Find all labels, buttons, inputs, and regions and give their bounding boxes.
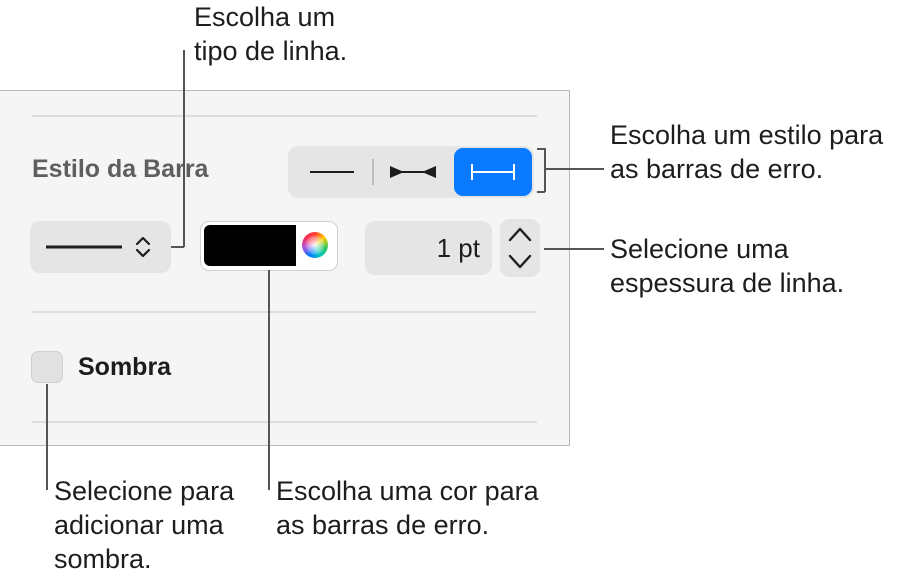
leader-color-vertical [268, 270, 270, 490]
color-well[interactable] [200, 221, 338, 271]
bar-style-label: Estilo da Barra [32, 155, 209, 183]
line-popup-graphics [46, 236, 151, 258]
leader-line-type-vertical [183, 50, 185, 247]
up-down-chevron-icon [135, 236, 151, 258]
callout-bar-style-line-1: Escolha um estilo para [610, 120, 884, 150]
leader-bar-style-bracket [544, 148, 546, 192]
shadow-checkbox[interactable] [31, 351, 63, 383]
divider-top [32, 115, 537, 117]
callout-line-type-line-2: tipo de linha. [194, 36, 348, 66]
callout-thickness-line-2: espessura de linha. [610, 268, 845, 298]
divider-middle [32, 311, 537, 313]
bar-style-segmented-control [288, 146, 534, 198]
callout-shadow-line-3: sombra. [54, 544, 152, 574]
callout-color: Escolha uma cor para as barras de erro. [276, 474, 539, 542]
leader-line-type-horizontal [171, 246, 184, 248]
bar-style-option-line[interactable] [292, 148, 372, 196]
leader-bar-style-bracket-top [537, 148, 545, 150]
callout-shadow: Selecione para adicionar uma sombra. [54, 474, 234, 576]
error-bars-panel: Estilo da Barra [0, 90, 570, 446]
segment-separator [372, 159, 374, 185]
stepper-up-icon[interactable] [508, 227, 532, 242]
callout-thickness: Selecione uma espessura de linha. [610, 232, 844, 300]
leader-shadow-vertical [46, 384, 48, 490]
callout-line-type: Escolha um tipo de linha. [194, 0, 347, 68]
shadow-label: Sombra [78, 353, 172, 381]
callout-color-line-2: as barras de erro. [276, 510, 490, 540]
line-icon [310, 171, 354, 173]
bar-style-option-caps-outward[interactable] [454, 148, 532, 196]
thickness-field[interactable]: 1 pt [365, 221, 492, 275]
leader-bar-style-bracket-bottom [537, 191, 545, 193]
stepper-down-icon[interactable] [508, 254, 532, 269]
callout-thickness-line-1: Selecione uma [610, 234, 789, 264]
callout-line-type-line-1: Escolha um [194, 2, 336, 32]
line-type-popup[interactable] [30, 221, 171, 273]
thickness-value: 1 pt [436, 233, 480, 263]
leader-thickness-horizontal [544, 248, 604, 250]
leader-bar-style-horizontal [544, 168, 604, 170]
thickness-stepper [500, 219, 540, 277]
callout-shadow-line-2: adicionar uma [54, 510, 224, 540]
color-wheel-icon[interactable] [302, 232, 328, 258]
caps-inward-icon [390, 166, 436, 178]
divider-bottom [32, 421, 537, 423]
callout-bar-style: Escolha um estilo para as barras de erro… [610, 118, 883, 186]
caps-outward-icon [471, 164, 515, 180]
bar-style-option-caps-inward[interactable] [374, 148, 452, 196]
callout-shadow-line-1: Selecione para [54, 476, 235, 506]
callout-color-line-1: Escolha uma cor para [276, 476, 539, 506]
callout-bar-style-line-2: as barras de erro. [610, 154, 824, 184]
stepper-graphics [508, 227, 532, 269]
color-swatch[interactable] [204, 225, 296, 266]
